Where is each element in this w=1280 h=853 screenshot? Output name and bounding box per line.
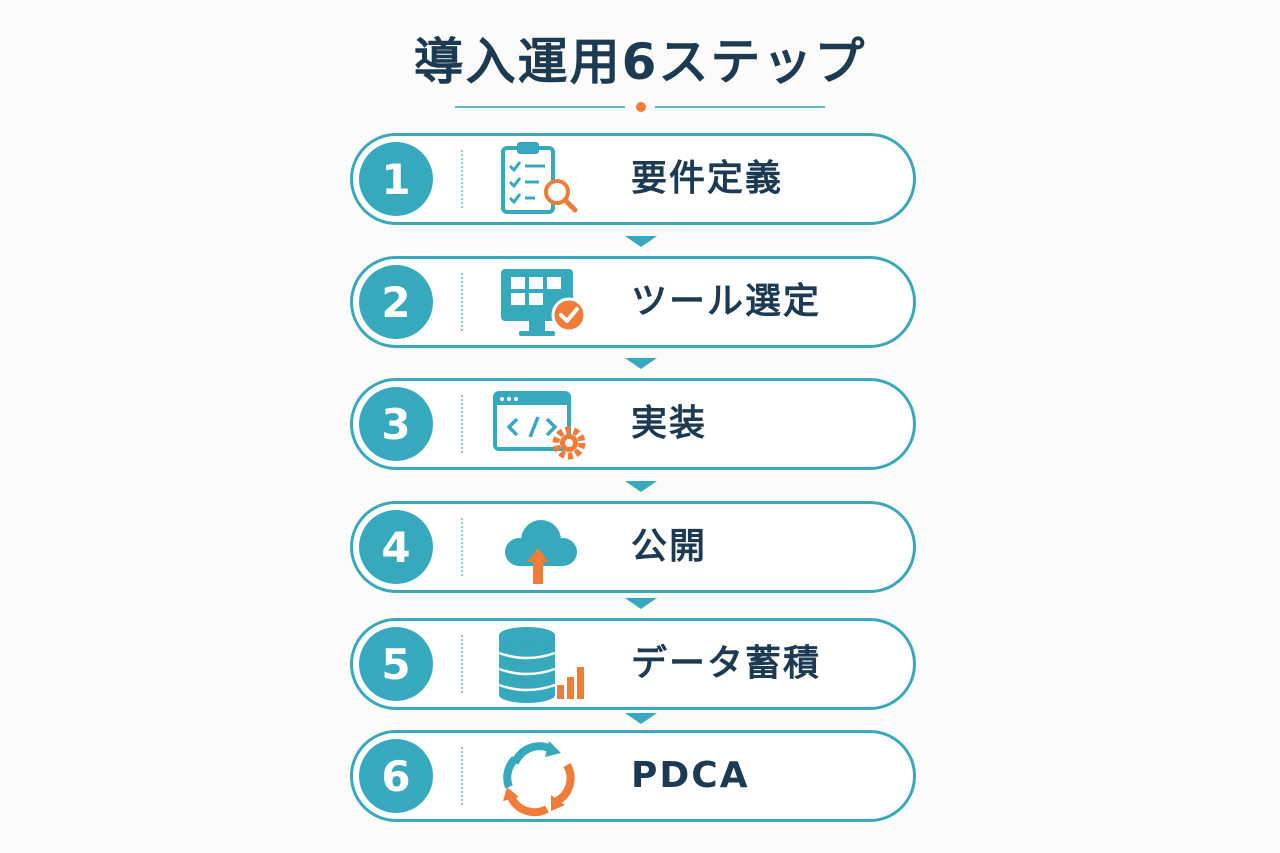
step-number-badge: 1 [359,142,433,216]
step-separator [461,747,463,805]
step-separator [461,635,463,693]
step-number-badge: 5 [359,627,433,701]
step-number-badge: 4 [359,510,433,584]
step-arrow [625,481,657,492]
step-arrow [625,358,657,369]
step-label: データ蓄積 [631,643,822,684]
monitor-check-icon [487,261,597,343]
step-4: 4 公開 [350,501,916,593]
step-5: 5 データ蓄積 [350,618,916,710]
title-divider-dot [636,102,646,112]
step-2: 2 ツール選定 [350,256,916,348]
step-6: 6 PDCA [350,730,916,822]
step-separator [461,273,463,331]
step-1: 1 要件定義 [350,133,916,225]
cloud-upload-icon [487,506,597,588]
step-number-badge: 6 [359,739,433,813]
title-divider-left [455,106,625,108]
step-separator [461,150,463,208]
step-label: ツール選定 [631,281,822,322]
step-arrow [625,713,657,724]
step-separator [461,395,463,453]
step-arrow [625,236,657,247]
cycle-arrows-icon [487,735,597,817]
page-title: 導入運用6ステップ [413,33,867,91]
step-label: 実装 [631,403,708,444]
database-chart-icon [487,623,597,705]
clipboard-search-icon [487,138,597,220]
step-arrow [625,598,657,609]
step-number-badge: 2 [359,265,433,339]
step-3: 3 実装 [350,378,916,470]
step-label: PDCA [631,755,750,796]
step-label: 公開 [631,526,708,567]
step-separator [461,518,463,576]
code-window-gear-icon [487,383,597,465]
step-number-badge: 3 [359,387,433,461]
title-divider-right [655,106,825,108]
step-label: 要件定義 [631,158,784,199]
